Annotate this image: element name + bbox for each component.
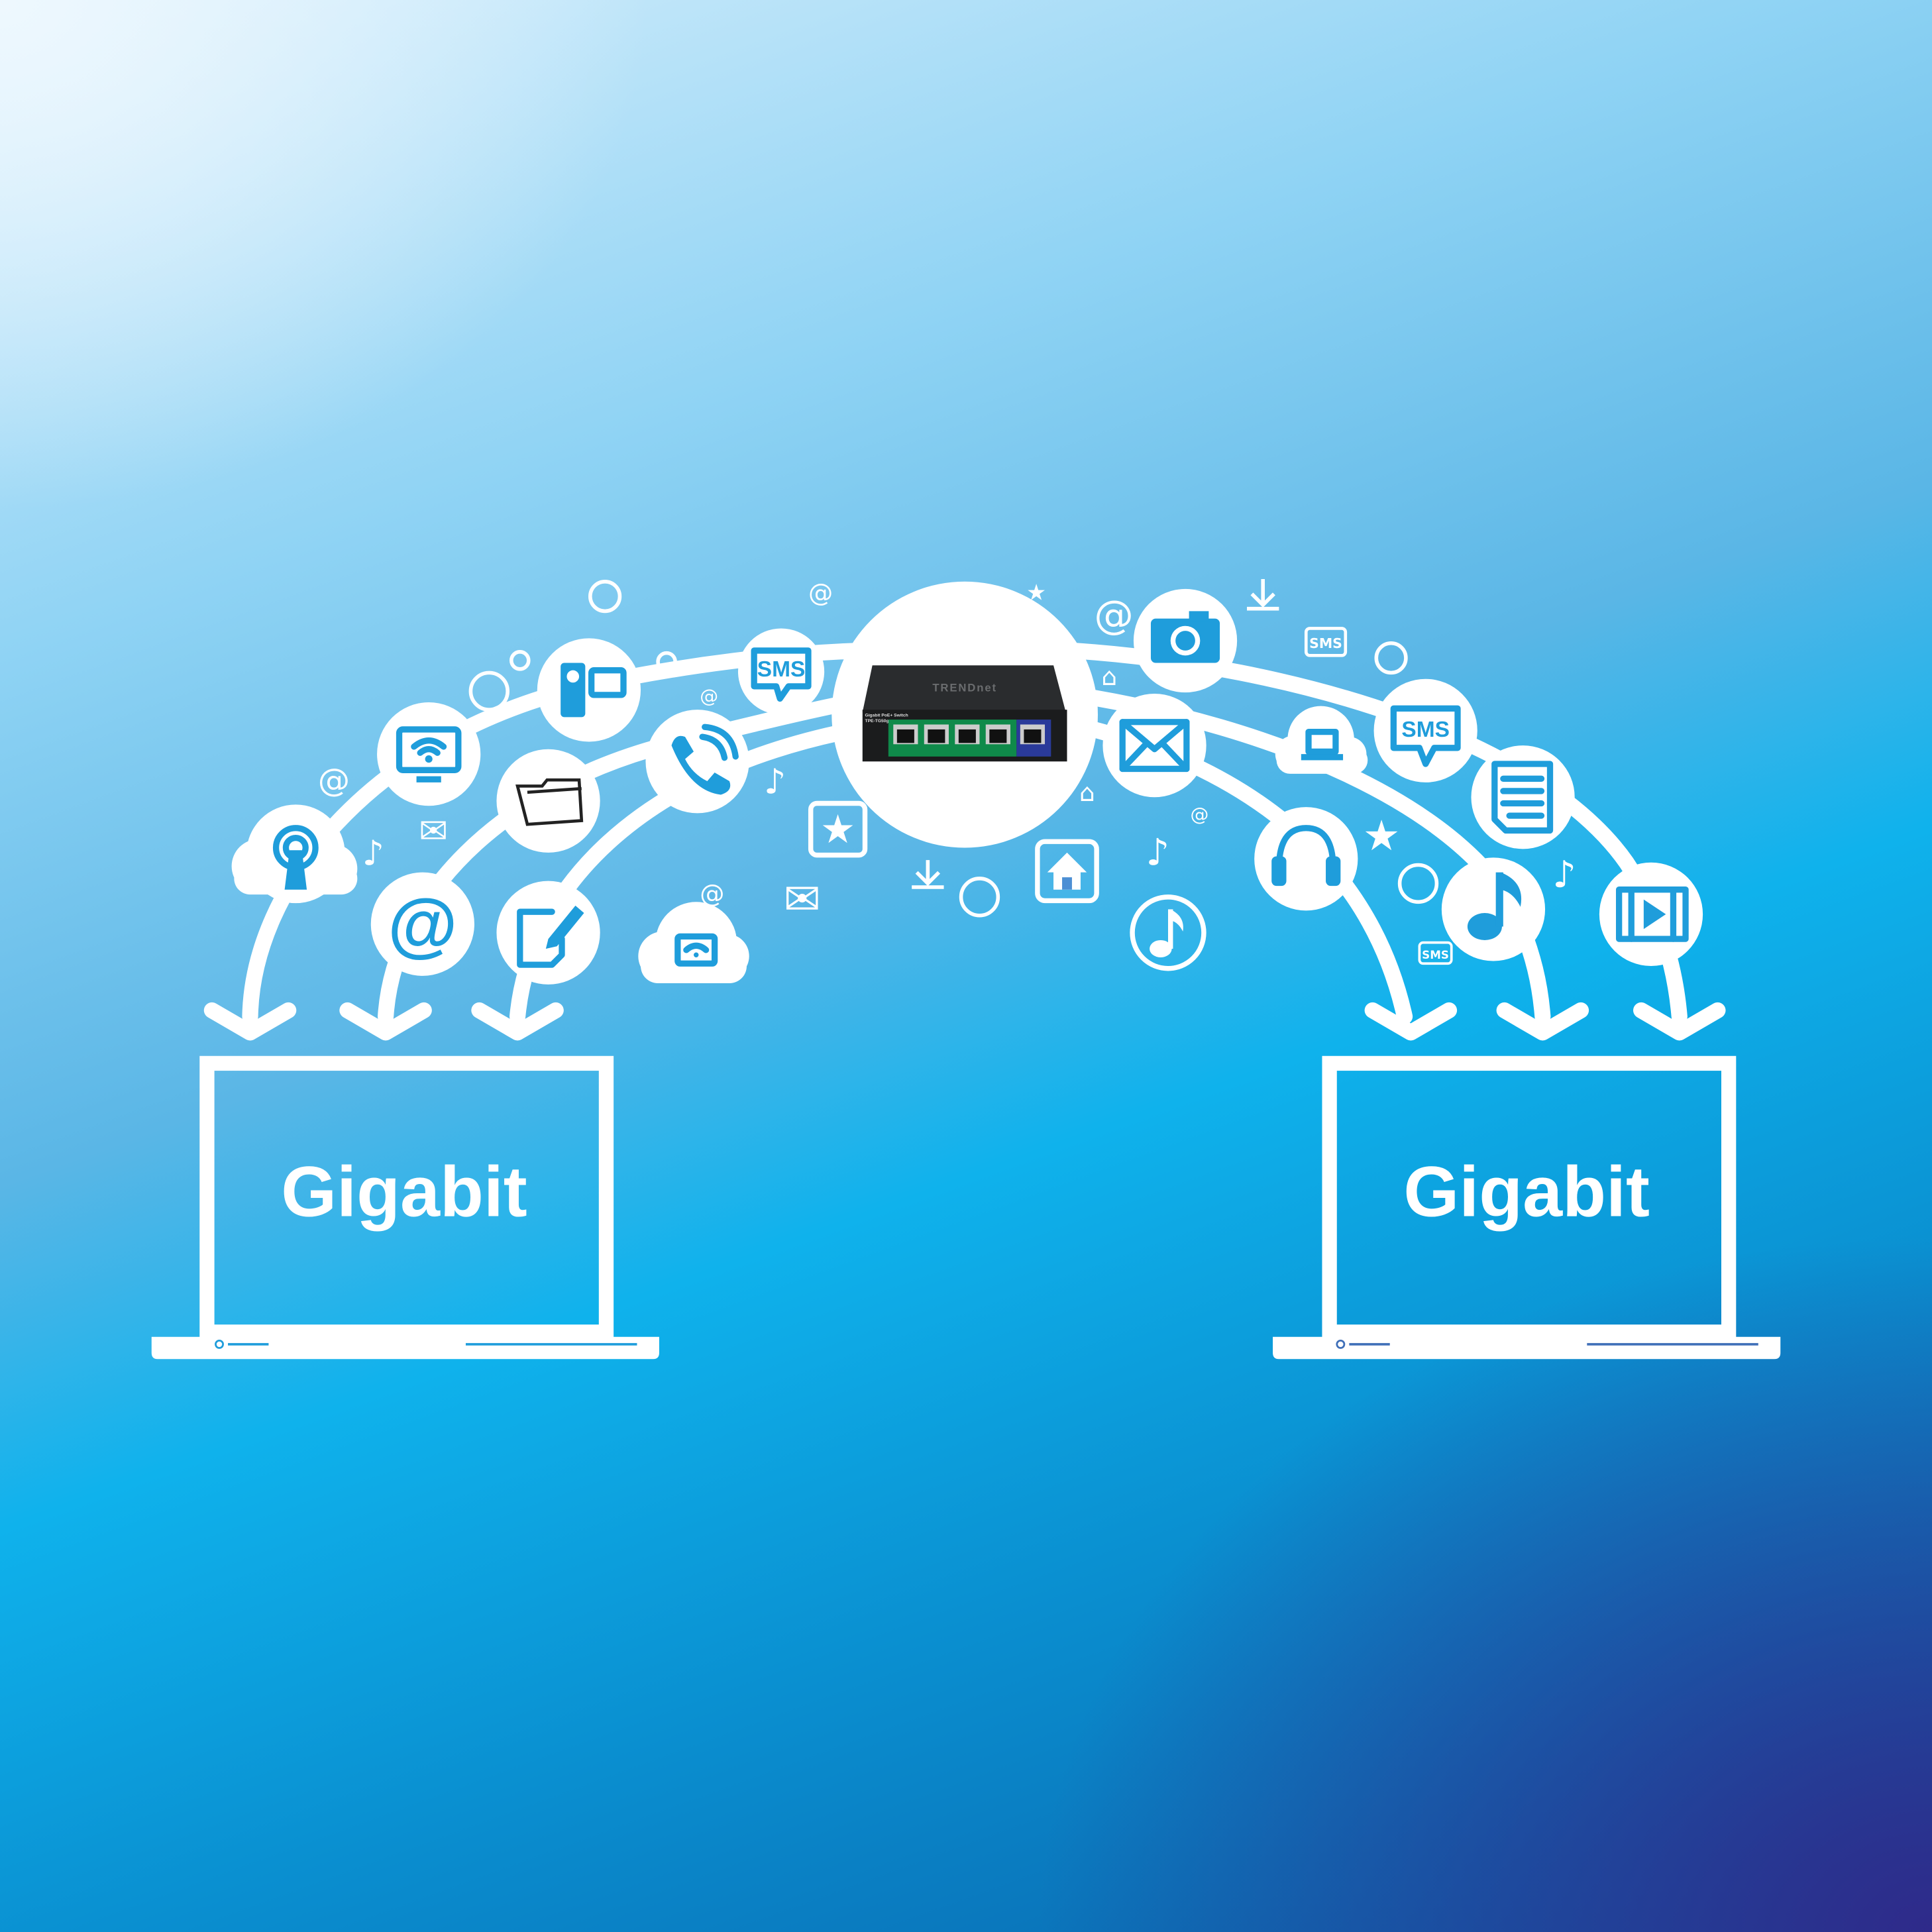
small-at-icon: @: [1094, 592, 1134, 638]
music-note-circle-icon: [1130, 894, 1207, 971]
small-clock-icons: [588, 579, 1408, 675]
cloud-antenna-icon: [231, 804, 358, 904]
small-star-icon: ★: [1026, 580, 1046, 606]
switch-brand-logo: TRENDnet: [932, 681, 997, 694]
small-star-icon: ★: [1363, 811, 1401, 860]
arrow-down-4: [1364, 1002, 1458, 1041]
arrow-down-5: [1496, 1002, 1589, 1041]
small-mail-icon: ✉: [419, 812, 448, 851]
at-sign-icon: @: [370, 872, 474, 976]
camera-icon: [1133, 588, 1238, 693]
small-at-icon: @: [1190, 804, 1208, 826]
headphones-icon: [1254, 807, 1358, 911]
sms-bubble-left: SMS: [737, 628, 825, 715]
laptop-left: Gigabit: [151, 1055, 659, 1360]
arrow-down-1: [203, 1002, 297, 1041]
arc-middle-right: [1076, 688, 1551, 1025]
mail-icon: [1102, 694, 1207, 798]
star-badge-icon: ★: [808, 800, 868, 858]
arrow-down-6: [1633, 1002, 1726, 1041]
switch-model: TPE-TG50g: [865, 719, 889, 724]
small-at-icon: @: [700, 879, 724, 908]
music-note-icon: [1441, 857, 1546, 961]
small-note-icon: ♪: [764, 763, 786, 802]
small-sms-icon: [1418, 941, 1453, 965]
svg-text:SMS: SMS: [1309, 635, 1342, 651]
folder-icon: [496, 749, 600, 853]
laptop-left-label: Gigabit: [281, 1152, 527, 1232]
arrow-down-2: [339, 1002, 432, 1041]
cloud-wifi-icon: [638, 902, 749, 984]
svg-text:SMS: SMS: [1422, 948, 1449, 961]
small-globe-icons: [468, 649, 1439, 918]
small-sms-icon: [1304, 627, 1348, 657]
switch-description: Gigabit PoE+ Switch: [865, 713, 908, 718]
small-download-icons: [912, 579, 1279, 889]
svg-text:SMS: SMS: [1401, 718, 1450, 742]
laptop-cloud-icon: [1275, 706, 1368, 774]
laptop-right-label: Gigabit: [1403, 1152, 1650, 1232]
small-home-icon: ⌂: [1079, 778, 1095, 807]
video-play-icon: [1599, 862, 1703, 966]
wifi-monitor-icon: [377, 702, 481, 806]
svg-text:SMS: SMS: [757, 657, 806, 682]
edit-note-icon: [496, 881, 600, 985]
arrow-down-3: [471, 1002, 564, 1041]
icon-bubbles: SMS @ ★: [231, 588, 1703, 985]
video-call-icon: [537, 638, 641, 742]
small-at-icon: @: [808, 578, 833, 608]
svg-text:★: ★: [820, 807, 855, 853]
document-icon: [1471, 745, 1575, 849]
sms-bubble-right: SMS: [1373, 678, 1477, 782]
svg-text:@: @: [388, 884, 457, 964]
small-note-icon: ♪: [1146, 832, 1170, 875]
arrowheads: [203, 1002, 1726, 1041]
small-at-icon: @: [318, 762, 350, 799]
home-badge-icon: [1035, 839, 1099, 904]
small-note-icon: ♪: [362, 834, 384, 874]
network-switch: TRENDnet Gigabit PoE+ Switch TPE-TG50g: [832, 581, 1098, 848]
small-home-icon: ⌂: [1102, 662, 1118, 691]
small-at-icon: @: [700, 685, 718, 707]
phone-icon: [645, 710, 749, 814]
small-mail-icon: ✉: [784, 873, 821, 925]
small-note-icon: ♪: [1552, 853, 1576, 896]
laptop-right: Gigabit: [1273, 1055, 1781, 1360]
scattered-icons: @ ♪ ✉ @ @ ♪ ✉ @ @ ★ ⌂ ⌂ ♪ @ ★ ♪ SMS SMS: [318, 578, 1576, 965]
